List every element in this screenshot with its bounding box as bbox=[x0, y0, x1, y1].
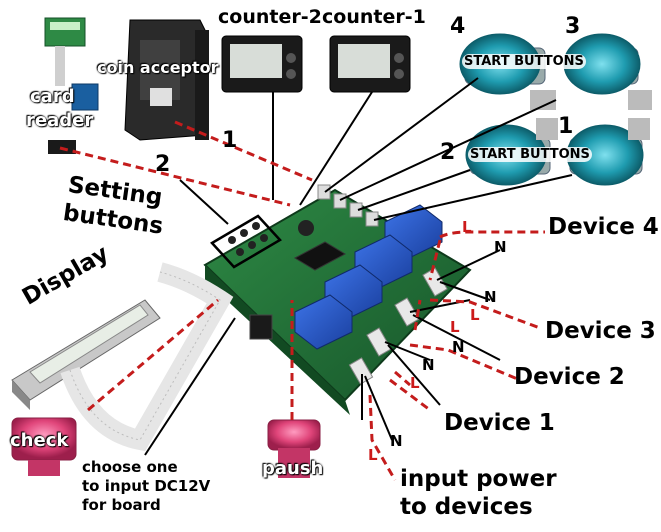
label-counter-1: counter-1 bbox=[322, 6, 426, 28]
label-check: check bbox=[10, 430, 69, 451]
label-wire-1: 1 bbox=[222, 128, 238, 153]
red-wires bbox=[59, 120, 545, 481]
label-choose-1: choose one bbox=[82, 458, 178, 476]
label-input-power-1: input power bbox=[400, 466, 557, 492]
label-paush: paush bbox=[262, 458, 324, 479]
label-start-3: 3 bbox=[565, 14, 581, 39]
label-wire-2: 2 bbox=[155, 152, 171, 177]
black-wires bbox=[144, 77, 573, 456]
label-device-1: Device 1 bbox=[444, 410, 555, 436]
counter-2 bbox=[221, 35, 303, 93]
display-module bbox=[11, 262, 234, 452]
marker-L-dev3: L bbox=[470, 306, 480, 324]
setting-buttons bbox=[210, 214, 282, 269]
marker-N-dev3: N bbox=[484, 288, 497, 306]
label-device-4: Device 4 bbox=[548, 214, 659, 240]
label-start-1: 1 bbox=[558, 114, 574, 139]
label-device-3: Device 3 bbox=[545, 318, 656, 344]
label-coin-acceptor: coin acceptor bbox=[97, 58, 219, 77]
marker-L-dev1: L bbox=[410, 374, 420, 392]
label-card: card bbox=[30, 86, 75, 107]
label-device-2: Device 2 bbox=[514, 364, 625, 390]
label-input-power-2: to devices bbox=[400, 494, 533, 520]
label-choose-3: for board bbox=[82, 496, 161, 514]
marker-N-power: N bbox=[390, 432, 403, 450]
control-board bbox=[203, 184, 472, 415]
counter-1 bbox=[329, 35, 411, 93]
label-counter-2: counter-2 bbox=[218, 6, 322, 28]
marker-N-dev4: N bbox=[494, 238, 507, 256]
marker-L-dev2: L bbox=[450, 318, 460, 336]
start-button-4 bbox=[459, 33, 556, 110]
card-reader bbox=[44, 17, 99, 154]
push-button bbox=[267, 419, 321, 478]
label-reader: reader bbox=[26, 110, 94, 131]
marker-L-dev4: L bbox=[462, 218, 472, 236]
label-choose-2: to input DC12V bbox=[82, 477, 211, 495]
label-start-4: 4 bbox=[450, 14, 466, 39]
marker-N-dev1: N bbox=[422, 356, 435, 374]
label-start-buttons-top: START BUTTONS bbox=[462, 54, 586, 69]
marker-L-power: L bbox=[368, 446, 378, 464]
coin-acceptor bbox=[124, 19, 209, 141]
label-start-2: 2 bbox=[440, 140, 456, 165]
check-button bbox=[11, 417, 77, 476]
label-start-buttons-mid: START BUTTONS bbox=[468, 147, 592, 162]
relay-1 bbox=[294, 294, 353, 350]
marker-N-dev2: N bbox=[452, 338, 465, 356]
start-button-3 bbox=[563, 33, 652, 110]
